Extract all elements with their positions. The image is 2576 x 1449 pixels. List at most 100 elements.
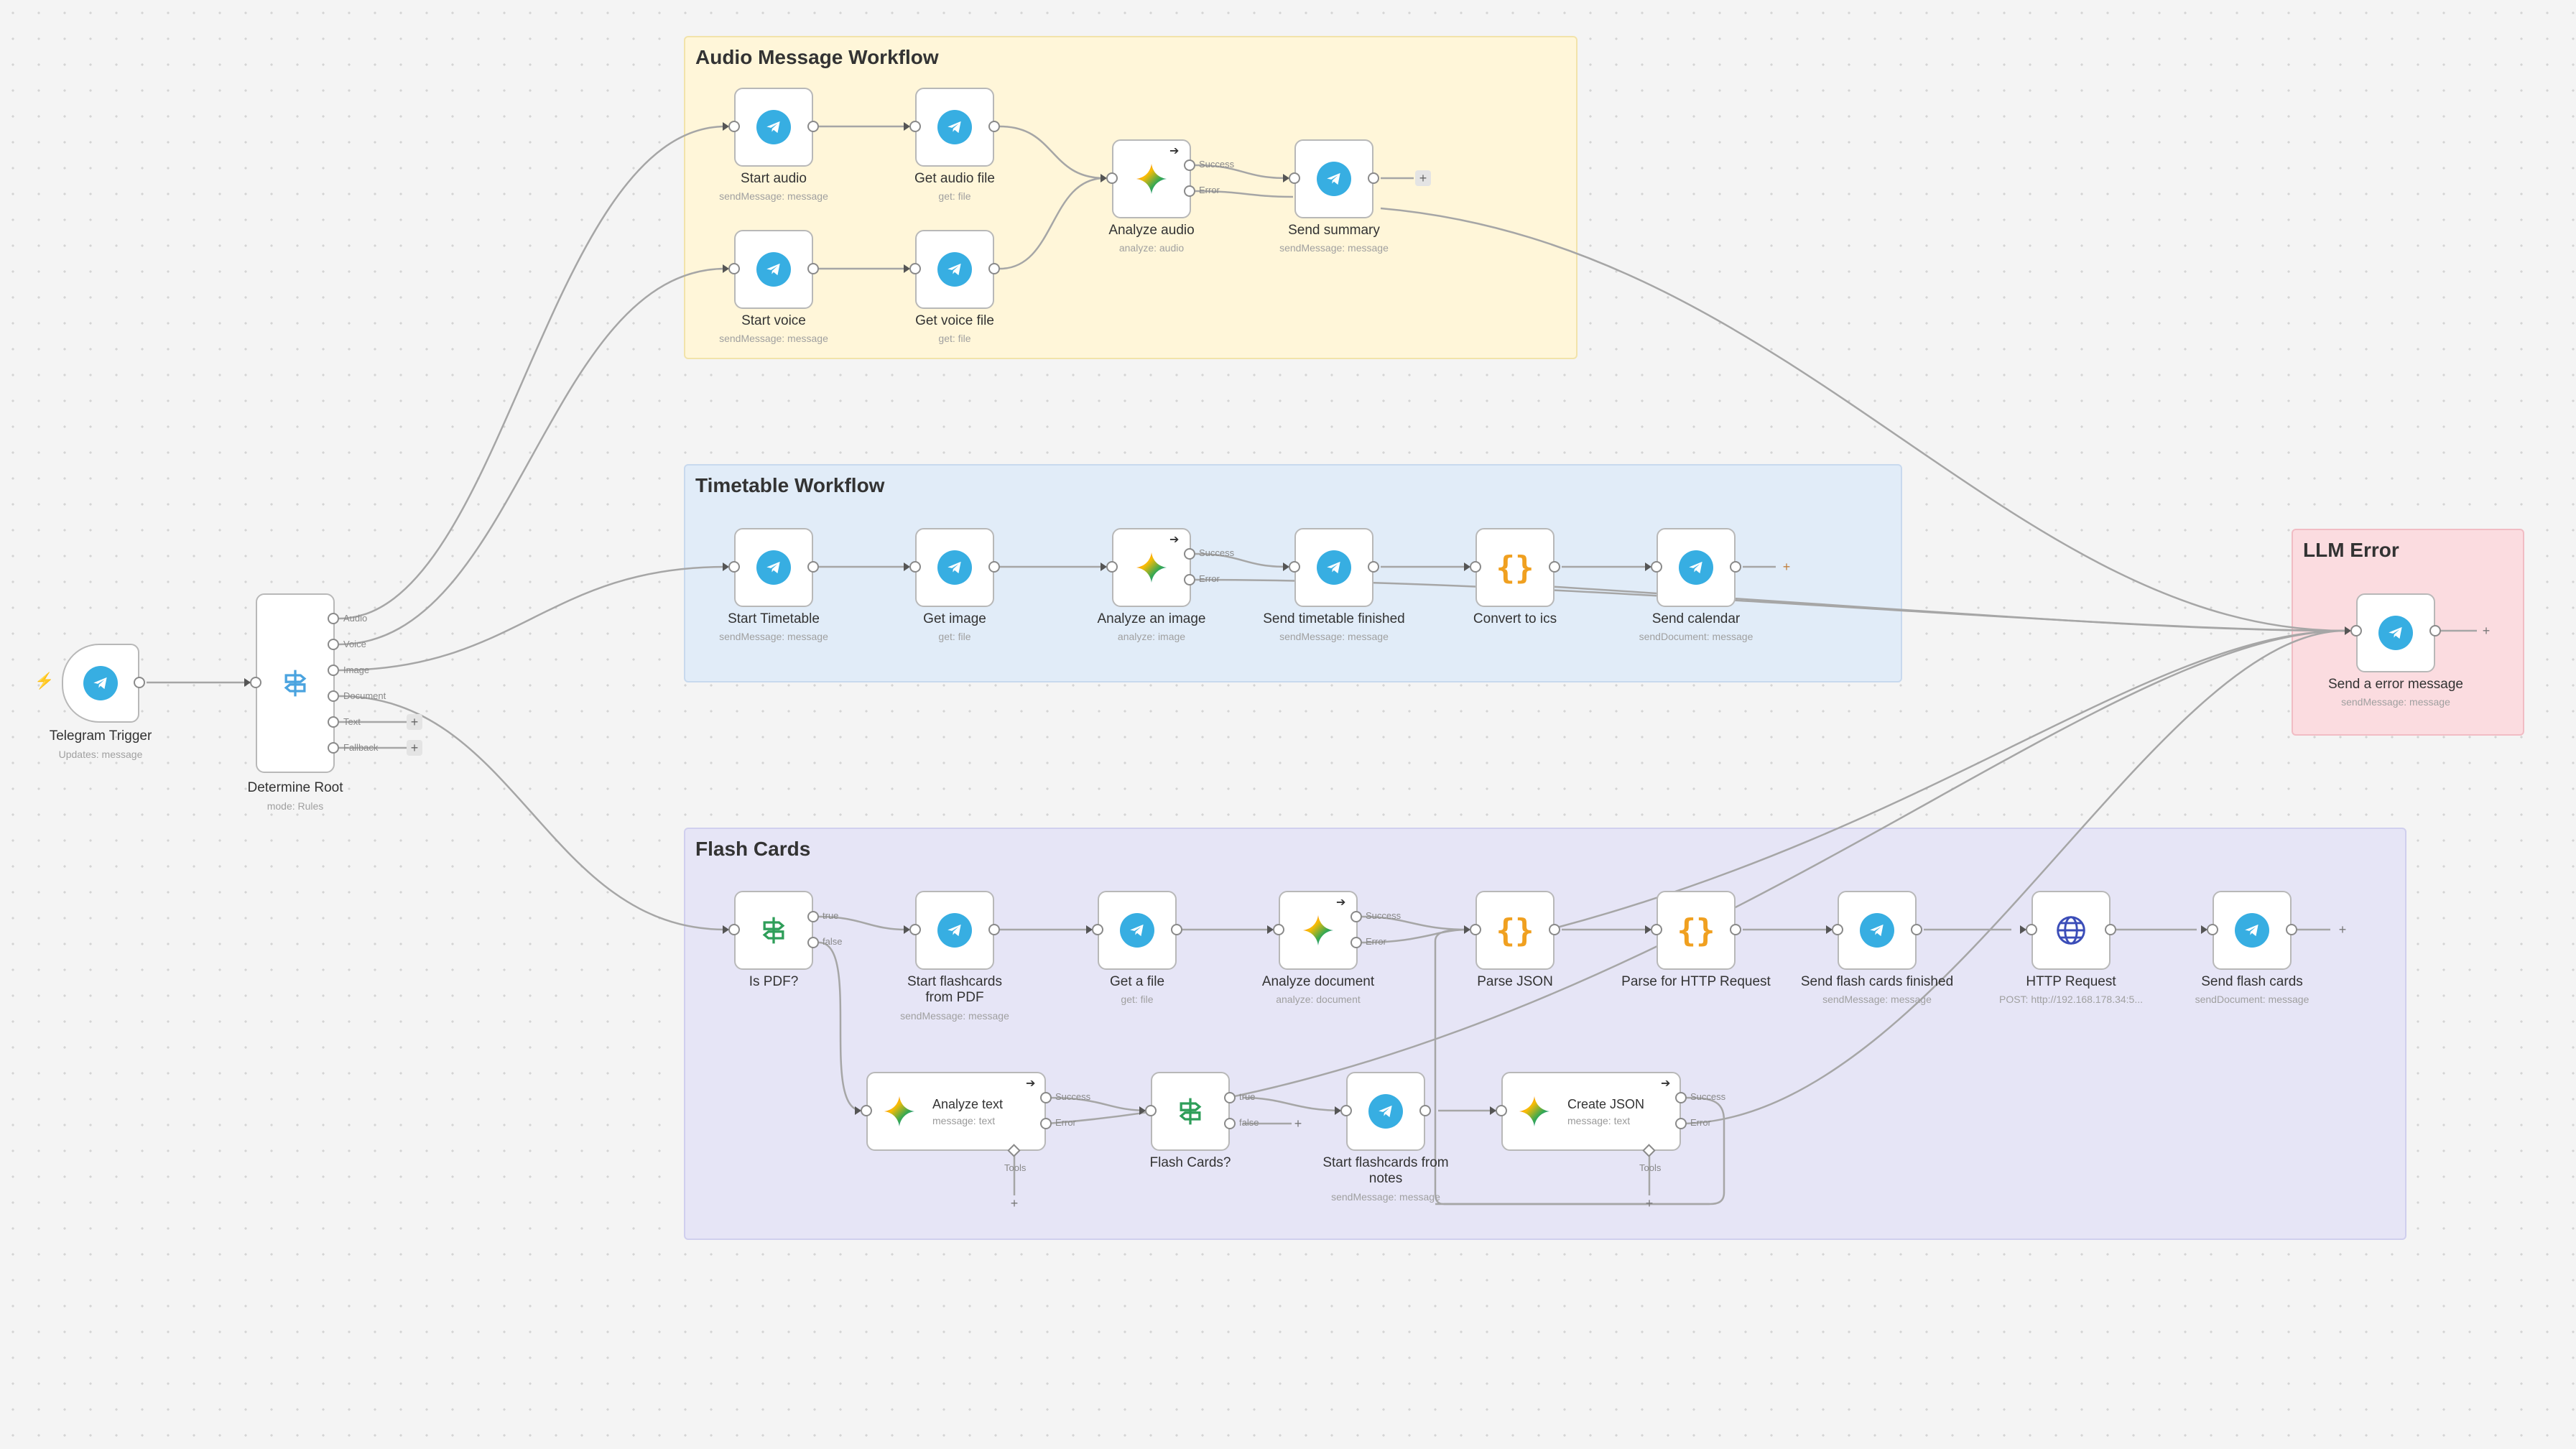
node-analyze-text[interactable]: Analyze text message: text	[866, 1072, 1046, 1151]
node-start-voice[interactable]	[734, 230, 813, 309]
node-start-flashcards-notes[interactable]	[1346, 1072, 1425, 1151]
add-node-button[interactable]: +	[1782, 560, 1791, 574]
input-port[interactable]	[1289, 172, 1300, 184]
input-port[interactable]	[728, 924, 740, 935]
output-port[interactable]	[2286, 924, 2297, 935]
input-port[interactable]	[728, 263, 740, 274]
node-flash-cards-q[interactable]	[1151, 1072, 1230, 1151]
add-node-button[interactable]: +	[2338, 922, 2347, 937]
output-port-false[interactable]	[807, 937, 819, 948]
node-convert-to-ics[interactable]: {}	[1475, 528, 1555, 607]
node-start-timetable[interactable]	[734, 528, 813, 607]
output-port-success[interactable]	[1184, 159, 1195, 171]
output-port-success[interactable]	[1675, 1092, 1687, 1103]
output-port-audio[interactable]	[328, 613, 339, 624]
node-create-json[interactable]: Create JSON message: text	[1501, 1072, 1681, 1151]
output-port-error[interactable]	[1184, 574, 1195, 585]
input-port[interactable]	[909, 924, 921, 935]
output-port[interactable]	[988, 561, 1000, 573]
input-port[interactable]	[1470, 561, 1481, 573]
output-port-false[interactable]	[1224, 1118, 1236, 1129]
node-get-image[interactable]	[915, 528, 994, 607]
input-port[interactable]	[1651, 924, 1662, 935]
output-port[interactable]	[1549, 924, 1560, 935]
input-port[interactable]	[909, 121, 921, 132]
output-port-error[interactable]	[1675, 1118, 1687, 1129]
output-port-image[interactable]	[328, 665, 339, 676]
add-node-button[interactable]: +	[407, 714, 422, 730]
output-port[interactable]	[2105, 924, 2116, 935]
node-analyze-image[interactable]	[1112, 528, 1191, 607]
input-port[interactable]	[1832, 924, 1843, 935]
node-start-flashcards-pdf[interactable]	[915, 891, 994, 970]
node-telegram-trigger[interactable]	[62, 644, 139, 723]
input-port[interactable]	[1651, 561, 1662, 573]
output-port[interactable]	[807, 121, 819, 132]
node-analyze-audio[interactable]	[1112, 139, 1191, 218]
add-node-button[interactable]: +	[407, 740, 422, 756]
input-port[interactable]	[2026, 924, 2037, 935]
input-port[interactable]	[728, 561, 740, 573]
node-get-voice-file[interactable]	[915, 230, 994, 309]
output-port[interactable]	[1730, 561, 1741, 573]
add-node-button[interactable]: +	[1415, 170, 1431, 186]
output-port-fallback[interactable]	[328, 742, 339, 754]
input-port[interactable]	[1106, 172, 1118, 184]
output-port[interactable]	[1368, 172, 1379, 184]
output-port[interactable]	[807, 561, 819, 573]
sticky-flash-cards[interactable]: Flash Cards	[684, 828, 2406, 1240]
node-send-summary[interactable]	[1294, 139, 1373, 218]
output-port[interactable]	[1368, 561, 1379, 573]
output-port[interactable]	[988, 924, 1000, 935]
input-port[interactable]	[2207, 924, 2218, 935]
node-send-error-message[interactable]	[2356, 593, 2435, 672]
node-start-audio[interactable]	[734, 88, 813, 167]
node-parse-json[interactable]: {}	[1475, 891, 1555, 970]
input-port[interactable]	[1145, 1105, 1157, 1116]
input-port[interactable]	[1496, 1105, 1507, 1116]
output-port[interactable]	[807, 263, 819, 274]
add-node-button[interactable]: +	[2482, 624, 2491, 638]
add-node-button[interactable]: +	[1294, 1116, 1302, 1131]
output-port[interactable]	[1549, 561, 1560, 573]
input-port[interactable]	[2350, 625, 2362, 636]
output-port[interactable]	[988, 121, 1000, 132]
node-http-request[interactable]	[2031, 891, 2111, 970]
output-port-text[interactable]	[328, 716, 339, 728]
output-port[interactable]	[1171, 924, 1182, 935]
add-tool-button[interactable]: +	[1645, 1196, 1654, 1210]
input-port[interactable]	[1092, 924, 1103, 935]
input-port[interactable]	[1289, 561, 1300, 573]
output-port-success[interactable]	[1040, 1092, 1052, 1103]
input-port[interactable]	[728, 121, 740, 132]
output-port[interactable]	[988, 263, 1000, 274]
output-port[interactable]	[134, 677, 145, 688]
output-port-error[interactable]	[1350, 937, 1362, 948]
node-analyze-document[interactable]	[1279, 891, 1358, 970]
output-port-true[interactable]	[807, 911, 819, 922]
input-port[interactable]	[1273, 924, 1284, 935]
input-port[interactable]	[1106, 561, 1118, 573]
output-port-voice[interactable]	[328, 639, 339, 650]
node-send-flash-cards[interactable]	[2213, 891, 2292, 970]
output-port-success[interactable]	[1350, 911, 1362, 922]
output-port[interactable]	[1419, 1105, 1431, 1116]
input-port[interactable]	[861, 1105, 872, 1116]
add-tool-button[interactable]: +	[1010, 1196, 1019, 1210]
output-port-true[interactable]	[1224, 1092, 1236, 1103]
node-is-pdf[interactable]	[734, 891, 813, 970]
output-port[interactable]	[1730, 924, 1741, 935]
input-port[interactable]	[909, 561, 921, 573]
node-send-timetable-finished[interactable]	[1294, 528, 1373, 607]
node-get-a-file[interactable]	[1098, 891, 1177, 970]
input-port[interactable]	[250, 677, 261, 688]
node-send-calendar[interactable]	[1657, 528, 1736, 607]
node-determine-root[interactable]	[256, 593, 335, 773]
input-port[interactable]	[1470, 924, 1481, 935]
node-get-audio-file[interactable]	[915, 88, 994, 167]
output-port-error[interactable]	[1040, 1118, 1052, 1129]
output-port-error[interactable]	[1184, 185, 1195, 197]
input-port[interactable]	[909, 263, 921, 274]
input-port[interactable]	[1340, 1105, 1352, 1116]
output-port[interactable]	[1911, 924, 1922, 935]
